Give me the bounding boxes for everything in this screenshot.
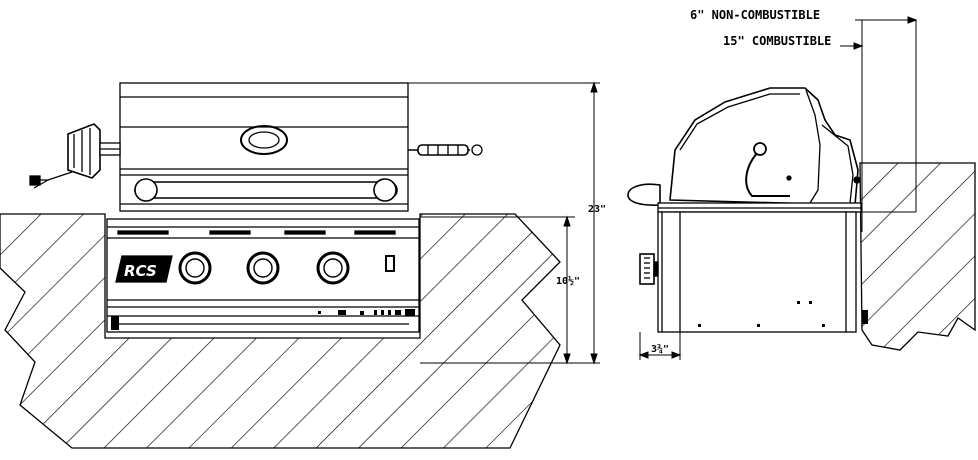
dimension-overall-height-label: 23"	[588, 204, 606, 215]
side-body	[658, 212, 856, 332]
brand-logo-text: RCS	[124, 262, 157, 280]
rotisserie-spit-handle	[408, 145, 482, 155]
brand-logo: RCS	[116, 256, 172, 282]
rotisserie-motor	[30, 124, 120, 188]
hood-handle	[135, 182, 397, 198]
side-view: 6" NON-COMBUSTIBLE 15" COMBUSTIBLE	[628, 8, 975, 360]
dimension-cutout-height-label: 10½"	[556, 275, 580, 287]
side-countertop	[860, 163, 975, 350]
non-combustible-clearance-label: 6" NON-COMBUSTIBLE	[690, 8, 820, 22]
side-control-knob	[640, 254, 658, 284]
combustible-clearance-label: 15" COMBUSTIBLE	[723, 34, 831, 48]
dimension-base-offset-label: 3¾"	[651, 343, 669, 355]
front-view: RCS	[0, 83, 606, 448]
side-knob	[628, 184, 660, 205]
